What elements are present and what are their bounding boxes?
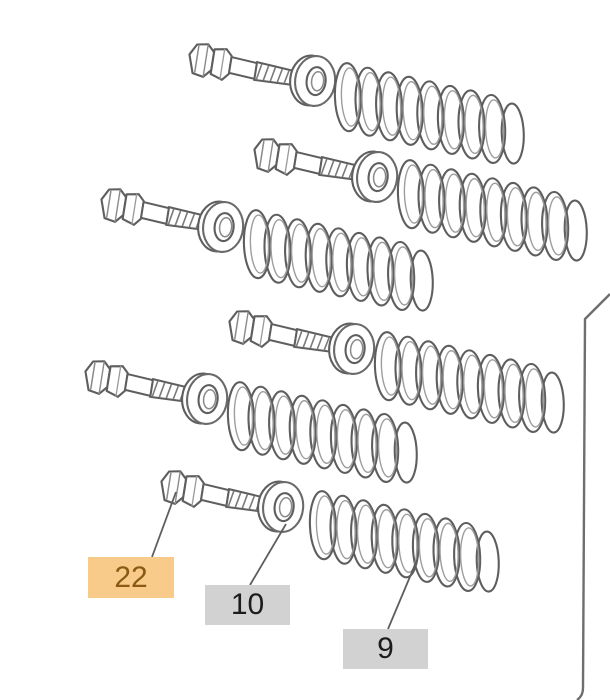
coil-spring-part bbox=[322, 58, 536, 170]
bolt-part bbox=[81, 357, 197, 410]
washer-part bbox=[194, 198, 247, 255]
frame-bracket bbox=[576, 293, 610, 700]
callout-leader-lines bbox=[151, 491, 418, 630]
washer-part bbox=[325, 320, 378, 377]
coil-spring-part bbox=[385, 155, 599, 267]
leader-line-22 bbox=[151, 491, 177, 558]
assembly-row-1 bbox=[185, 40, 536, 170]
callout-number-22: 22 bbox=[114, 560, 148, 594]
assembly-row-6 bbox=[157, 467, 511, 598]
coil-spring-part-labelled bbox=[297, 486, 511, 598]
bolt-part bbox=[250, 135, 366, 188]
callout-number-9: 9 bbox=[377, 632, 394, 665]
bolt-part bbox=[97, 185, 213, 238]
bolt-part bbox=[225, 307, 341, 360]
washer-part bbox=[178, 370, 231, 427]
coil-spring-part bbox=[362, 327, 576, 439]
assembly-row-2 bbox=[250, 135, 599, 267]
bolt-part bbox=[185, 40, 301, 93]
callout-badge-22[interactable]: 22 bbox=[88, 557, 174, 598]
assembly-row-3 bbox=[97, 185, 445, 317]
callout-number-10: 10 bbox=[230, 588, 265, 621]
coil-spring-part bbox=[231, 205, 445, 317]
callout-badge-9[interactable]: 9 bbox=[343, 629, 428, 669]
leader-line-10 bbox=[249, 523, 287, 586]
washer-part bbox=[348, 148, 401, 205]
assembly-row-4 bbox=[225, 307, 576, 439]
leader-line-9 bbox=[387, 559, 418, 630]
washer-part-labelled bbox=[254, 478, 307, 535]
washer-part bbox=[286, 52, 339, 109]
callout-badge-10[interactable]: 10 bbox=[205, 585, 290, 625]
